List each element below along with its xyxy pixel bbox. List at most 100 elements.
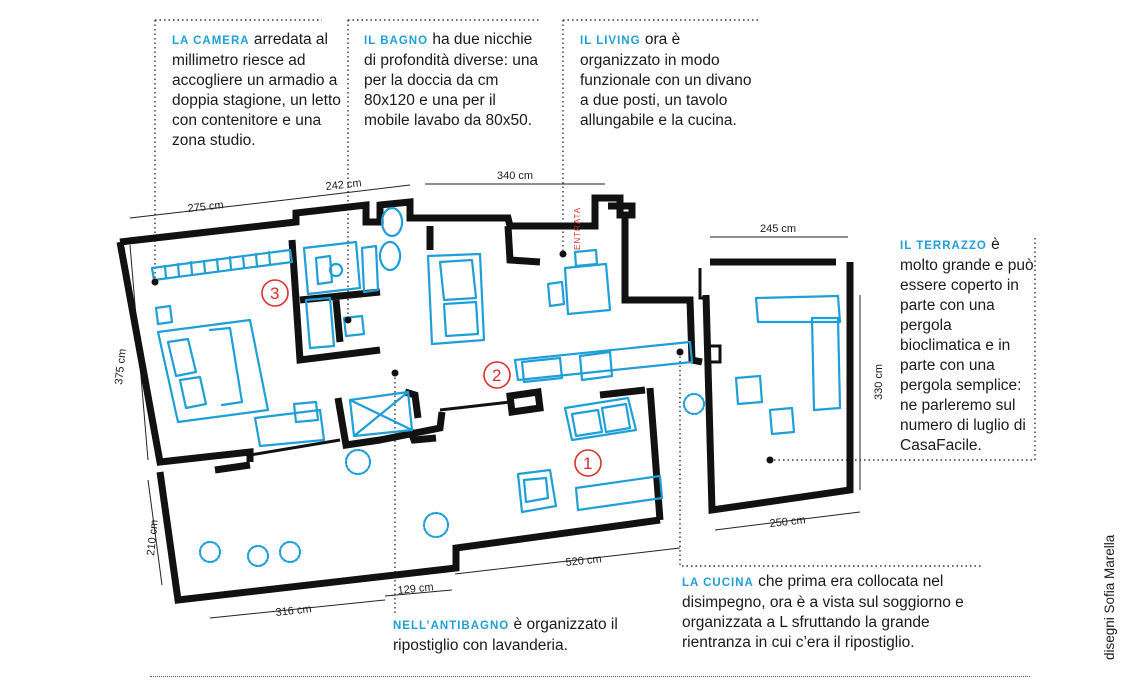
entrance-label: ENTRATA: [573, 207, 582, 250]
dot-living: [559, 250, 567, 258]
double-bed: [156, 318, 270, 424]
terrace-armchair: [734, 374, 764, 406]
kitchen-appliances: [520, 350, 614, 384]
note-terrazzo-lead: IL TERRAZZO: [900, 240, 987, 252]
dim-250: 250 cm: [769, 514, 806, 530]
wall-west-bedroom: [116, 241, 254, 466]
wardrobe-hangers: [163, 250, 272, 280]
room-number-2: 2: [483, 361, 511, 389]
svg-text:3: 3: [270, 284, 279, 303]
note-cucina: LA CUCINA che prima era collocata nel di…: [682, 572, 992, 653]
door-line-bedroom: [249, 438, 341, 457]
sofa-north: [426, 252, 486, 346]
washing-machine: [342, 314, 366, 338]
terrace-sofa-north: [754, 294, 842, 324]
bed-pillows: [166, 337, 208, 410]
note-terrazzo-text: è molto grande e può essere coperto in p…: [900, 236, 1034, 454]
dim-316: 316 cm: [275, 603, 312, 619]
laundry-shelves: [304, 296, 336, 350]
room-number-3: 3: [261, 279, 289, 307]
wardrobe: [150, 248, 294, 282]
wall-south-garden: [156, 471, 661, 604]
wall-bathroom-west: [288, 239, 381, 364]
storage-cabinet: [348, 390, 414, 438]
note-antibagno: NELL’ANTIBAGNO è organizzato il ripostig…: [393, 615, 628, 656]
dim-129: 129 cm: [397, 581, 434, 597]
note-antibagno-text: è organizzato il ripostiglio con lavande…: [393, 616, 618, 654]
note-living: IL LIVING ora è organizzato in modo funz…: [580, 30, 752, 131]
wall-terrace: [702, 258, 854, 515]
leader-camera: [154, 19, 322, 282]
note-living-lead: IL LIVING: [580, 35, 641, 47]
toilet-bidet: [378, 206, 404, 272]
dimension-lines: [129, 183, 861, 619]
dining-chairs: [546, 248, 599, 308]
dim-275: 275 cm: [187, 199, 224, 215]
kitchen-pillar: [706, 344, 722, 364]
washbasin: [360, 244, 380, 294]
credit-text: disegni Sofia Marella: [1102, 534, 1117, 660]
armchair: [516, 468, 558, 514]
note-bagno: IL BAGNO ha due nicchie di profondità di…: [364, 30, 544, 131]
note-terrazzo: IL TERRAZZO è molto grande e può essere …: [900, 235, 1034, 456]
dot-cucina: [676, 348, 684, 356]
note-living-text: ora è organizzato in modo funzionale con…: [580, 31, 752, 129]
note-cucina-text: che prima era collocata nel disimpegno, …: [682, 573, 964, 651]
note-bagno-lead: IL BAGNO: [364, 35, 429, 47]
furniture: [150, 206, 842, 568]
leader-bagno: [347, 19, 540, 318]
walls: [116, 194, 854, 604]
terrace-sofa-east: [810, 316, 842, 412]
wall-kitchen-recess: [621, 215, 703, 366]
leader-lines: [154, 19, 1036, 614]
dot-antibagno: [391, 369, 399, 377]
note-camera: LA CAMERA arredata al millimetro riesce …: [172, 30, 342, 151]
desk-chair: [292, 400, 320, 424]
dot-bagno: [344, 316, 352, 324]
note-antibagno-lead: NELL’ANTIBAGNO: [393, 620, 510, 632]
wall-bedroom-south: [214, 461, 251, 474]
door-line-living: [439, 400, 511, 412]
dot-terrazzo: [766, 456, 774, 464]
dim-375: 375 cm: [113, 348, 129, 385]
wall-bath-divider: [332, 299, 344, 343]
wall-pillar: [506, 388, 544, 416]
tv-cabinet: [574, 474, 664, 512]
svg-text:2: 2: [492, 366, 501, 385]
leader-cucina: [679, 352, 982, 567]
room-numbers: 3 2 1: [261, 279, 602, 477]
sofa-cushions: [438, 258, 480, 338]
wall-antibagno-door: [403, 388, 422, 419]
dining-table: [563, 262, 612, 316]
desk: [253, 408, 326, 448]
dim-210: 210 cm: [145, 519, 161, 556]
dim-242: 242 cm: [325, 177, 362, 193]
room-number-1: 1: [574, 449, 602, 477]
dim-340: 340 cm: [497, 170, 533, 182]
dim-330: 330 cm: [873, 364, 885, 400]
leader-terrazzo: [770, 238, 1036, 461]
wall-antibagno: [334, 397, 446, 449]
wall-living-north: [426, 225, 541, 266]
note-bagno-text: ha due nicchie di profondità diverse: un…: [364, 31, 539, 129]
leader-living: [562, 19, 758, 252]
wall-antibagno-step: [406, 428, 437, 444]
leader-dots: [151, 250, 774, 464]
wall-living-divider: [599, 386, 646, 399]
note-camera-text: arredata al millimetro riesce ad accogli…: [172, 31, 341, 149]
footer-rule: [150, 676, 1030, 677]
note-camera-lead: LA CAMERA: [172, 35, 250, 47]
svg-text:1: 1: [583, 454, 592, 473]
shower-tray: [314, 254, 344, 286]
terrace-table: [768, 406, 796, 436]
dimension-labels: 275 cm 242 cm 340 cm 245 cm 375 cm 330 c…: [113, 170, 885, 619]
sofa-south-cushions: [570, 402, 632, 438]
nightstand: [154, 304, 174, 326]
note-cucina-lead: LA CUCINA: [682, 577, 754, 589]
dot-camera: [151, 278, 159, 286]
kitchen-counter: [513, 340, 694, 382]
bed-cover-fold: [208, 326, 244, 407]
plants: [198, 392, 706, 568]
sofa-south: [563, 396, 638, 442]
